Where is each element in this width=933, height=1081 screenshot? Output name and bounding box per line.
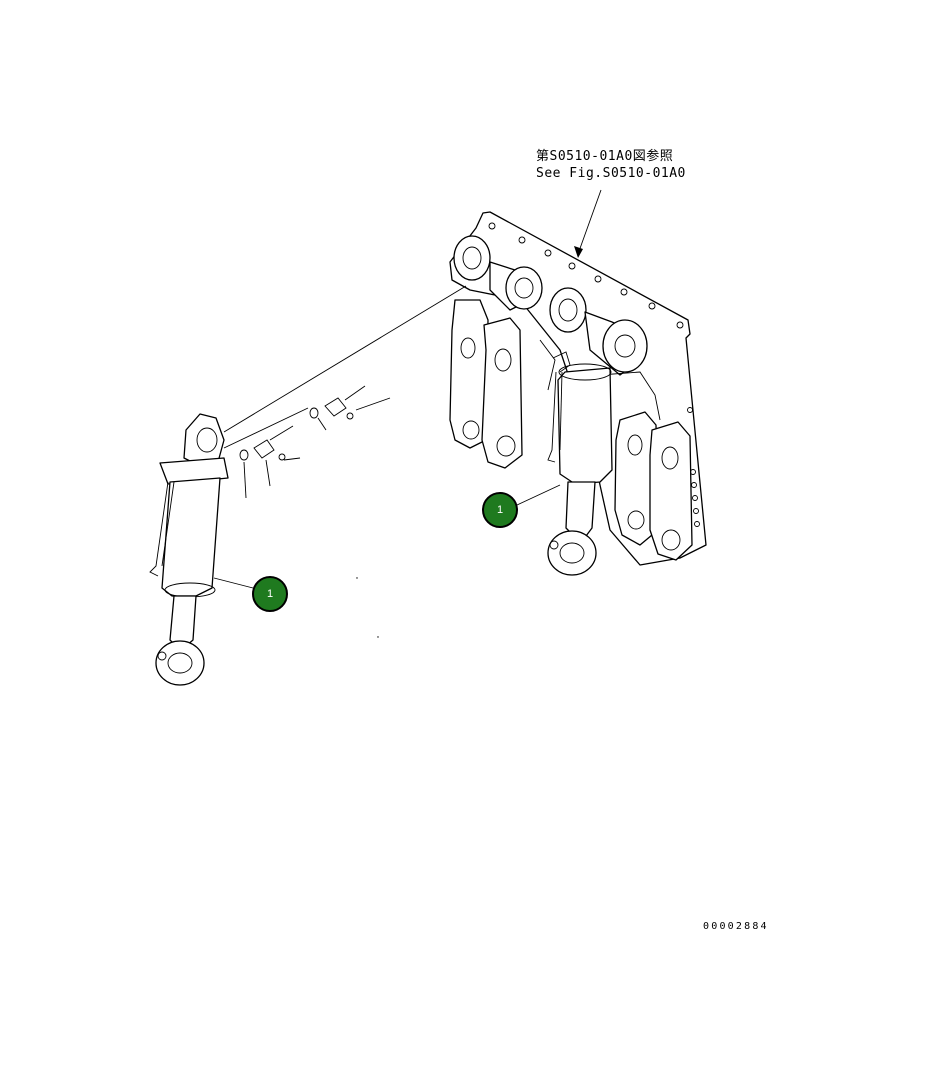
reference-note-en: See Fig.S0510-01A0 — [536, 166, 686, 181]
reference-note: 第S0510-01A0図参照 See Fig.S0510-01A0 — [536, 148, 686, 182]
reference-note-jp: 第S0510-01A0図参照 — [536, 149, 674, 164]
callout-label: 1 — [266, 588, 274, 600]
connection-line — [223, 285, 467, 433]
document-number: 00002884 — [703, 921, 769, 932]
cylinder-installed — [547, 351, 613, 576]
reference-arrow — [574, 189, 602, 258]
part-callout-1[interactable]: 1 — [252, 576, 288, 612]
callout-leader-1 — [516, 484, 561, 506]
cylinder-detached — [149, 413, 229, 686]
callout-label: 1 — [496, 504, 504, 516]
callout-leader-2 — [213, 577, 254, 589]
fittings — [239, 385, 391, 499]
part-callout-1[interactable]: 1 — [482, 492, 518, 528]
frame-bolt-holes — [488, 222, 700, 527]
